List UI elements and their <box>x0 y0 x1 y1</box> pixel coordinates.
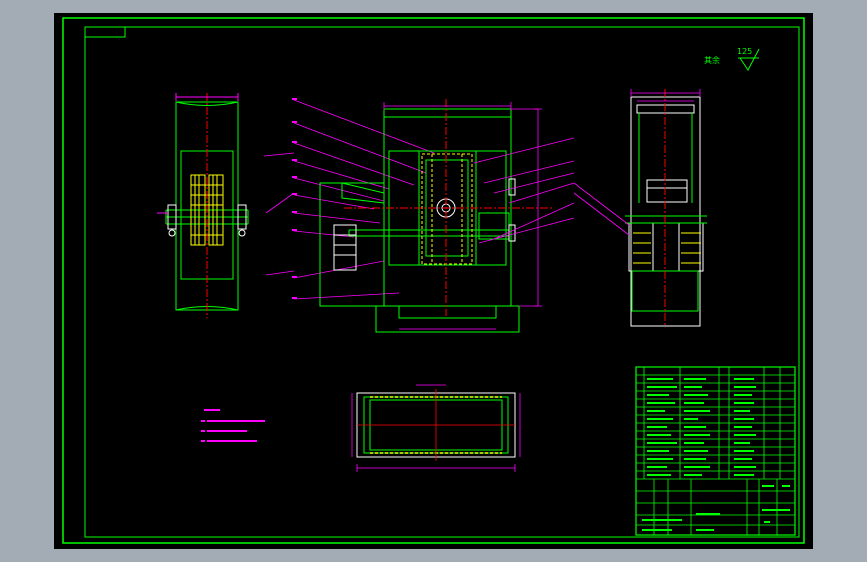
cad-drawing: 其余 125 <box>62 17 805 544</box>
drawing-border <box>62 17 805 544</box>
left-balloon-ticks <box>292 98 297 299</box>
title-block-text-marks <box>642 378 790 531</box>
roughness-symbol: 其余 125 <box>704 47 760 71</box>
front-view <box>319 99 554 333</box>
right-view <box>573 89 707 327</box>
roughness-label: 其余 <box>704 55 720 65</box>
bottom-view <box>351 384 521 472</box>
technical-notes <box>201 409 265 442</box>
left-leaders <box>263 99 435 300</box>
roughness-value: 125 <box>737 47 752 56</box>
drawing-viewport[interactable]: 其余 125 <box>54 13 813 549</box>
right-leaders <box>473 137 575 244</box>
left-view <box>157 93 249 318</box>
title-block <box>635 366 796 536</box>
